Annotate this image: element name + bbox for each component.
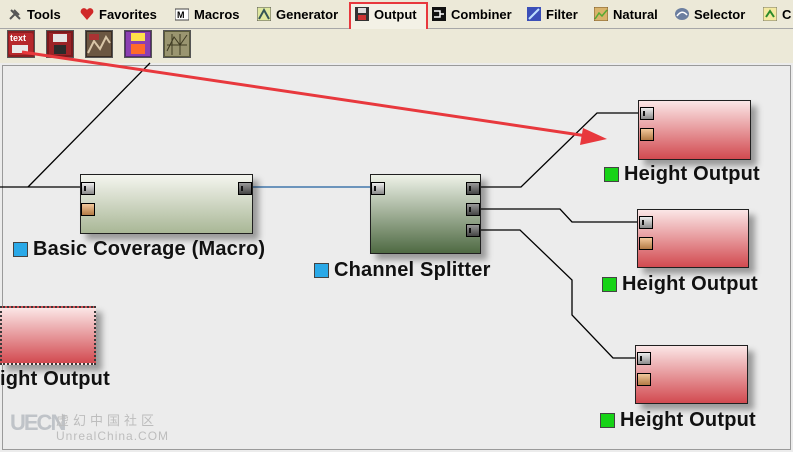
wire-splitter-to-output-3: [480, 229, 636, 359]
channel-splitter-node[interactable]: [370, 174, 481, 254]
basic-coverage-label: Basic Coverage (Macro): [13, 238, 265, 261]
splitter-input-port[interactable]: [371, 182, 385, 195]
selector-icon: [675, 7, 689, 21]
annotation-arrow-line: [21, 50, 588, 138]
save-disk-button[interactable]: [46, 30, 74, 58]
height-output-node-3[interactable]: [635, 345, 748, 404]
output-3-input-port[interactable]: [637, 352, 651, 365]
tab-natural[interactable]: Natural: [593, 4, 658, 24]
colored-disk-button[interactable]: [124, 30, 152, 58]
output-2-input-port[interactable]: [639, 216, 653, 229]
node-type-indicator: [604, 167, 619, 182]
macro-output-port[interactable]: [238, 182, 252, 195]
height-output-3-label: Height Output: [600, 409, 756, 432]
truncated-tab-icon: [762, 6, 778, 22]
wire-splitter-to-output-2: [480, 208, 638, 223]
output-1-color-port[interactable]: [640, 128, 654, 141]
height-output-2-label: Height Output: [602, 273, 758, 296]
heart-icon: [80, 7, 94, 21]
splitter-output-port-1[interactable]: [466, 182, 480, 195]
tab-output[interactable]: Output: [349, 2, 428, 33]
channel-splitter-label: Channel Splitter: [314, 259, 491, 282]
tab-truncated[interactable]: C: [762, 4, 791, 24]
wire-diagonal-top: [27, 62, 151, 188]
node-type-indicator: [13, 242, 28, 257]
tab-selector[interactable]: Selector: [675, 4, 745, 24]
terrain-mesh-button[interactable]: [163, 30, 191, 58]
node-type-indicator: [600, 413, 615, 428]
canvas-frame: [2, 65, 791, 450]
height-output-node-offscreen[interactable]: [0, 306, 96, 365]
floppy-disk-icon: [355, 7, 369, 21]
svg-text:M: M: [177, 10, 185, 20]
splitter-output-port-2[interactable]: [466, 203, 480, 216]
basic-coverage-macro-node[interactable]: [80, 174, 253, 234]
filter-icon: [527, 7, 541, 21]
tab-bar: Tools Favorites M Macros Generator Outpu…: [0, 0, 793, 33]
tab-tools[interactable]: Tools: [8, 4, 61, 24]
height-output-node-2[interactable]: [637, 209, 749, 268]
annotation-arrowhead: [580, 128, 607, 145]
output-2-color-port[interactable]: [639, 237, 653, 250]
node-type-indicator: [602, 277, 617, 292]
watermark-english-text: UnrealChina.COM: [56, 429, 170, 443]
tab-favorites[interactable]: Favorites: [80, 4, 157, 24]
heightmap-export-button[interactable]: [85, 30, 113, 58]
height-output-offscreen-label: ight Output: [0, 368, 110, 390]
macro-input-port[interactable]: [81, 182, 95, 195]
save-disk-icon: [49, 33, 71, 55]
colored-disk-icon: [126, 32, 150, 56]
text-save-icon: text: [9, 33, 33, 55]
wire-splitter-to-output-1: [480, 112, 639, 188]
watermark-chinese-text: 虚幻中国社区: [56, 413, 159, 428]
heightmap-export-icon: [87, 32, 111, 56]
height-output-1-label: Height Output: [604, 163, 760, 186]
tab-macros[interactable]: M Macros: [174, 6, 240, 22]
watermark-logo: UECN: [10, 410, 66, 435]
tab-filter[interactable]: Filter: [527, 4, 578, 24]
node-type-indicator: [314, 263, 329, 278]
tab-generator[interactable]: Generator: [256, 4, 338, 24]
terrain-mesh-icon: [165, 32, 189, 56]
splitter-output-port-3[interactable]: [466, 224, 480, 237]
height-output-node-1[interactable]: [638, 100, 751, 160]
macro-color-port[interactable]: [81, 203, 95, 216]
combiner-icon: [432, 7, 446, 21]
output-1-input-port[interactable]: [640, 107, 654, 120]
tab-combiner[interactable]: Combiner: [432, 4, 512, 24]
tools-icon: [8, 7, 22, 21]
output-3-color-port[interactable]: [637, 373, 651, 386]
